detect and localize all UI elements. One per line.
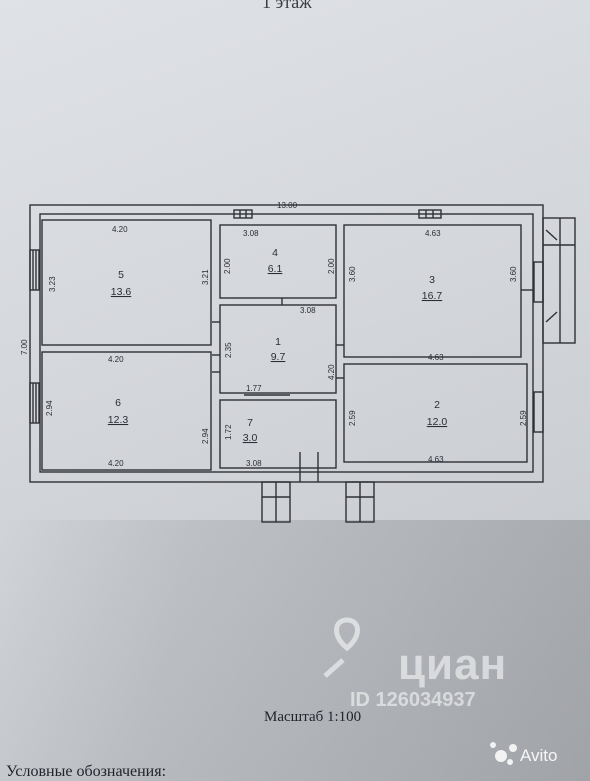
dim-r2-bottom: 4.63 (428, 455, 444, 464)
dim-r3-left: 3.60 (348, 266, 357, 282)
watermark-brand: циан (398, 640, 508, 689)
room-7-area: 3.0 (243, 432, 258, 444)
dim-r4-left: 2.00 (223, 258, 232, 274)
room-6-area: 12.3 (108, 414, 129, 426)
window-right-upper (533, 261, 544, 303)
room-2-outline (343, 363, 528, 463)
room-3-area: 16.7 (422, 290, 443, 302)
room-7-number: 7 (247, 417, 253, 429)
dim-r7-bottom: 3.08 (246, 459, 262, 468)
room-7-outline (219, 399, 337, 469)
dim-r4-right: 2.00 (327, 258, 336, 274)
dim-r3-top: 4.63 (425, 229, 441, 238)
room-2-number: 2 (434, 399, 440, 411)
dim-overall-height: 7.00 (20, 339, 29, 355)
window-right-lower (533, 391, 544, 433)
watermark-id: ID 126034937 (350, 689, 476, 711)
dim-r1-right: 4.20 (327, 364, 336, 380)
dim-r3-right: 3.60 (509, 266, 518, 282)
legend-label: Условные обозначения: (6, 763, 167, 780)
dim-r5-left: 3.23 (48, 276, 57, 292)
room-4-outline (219, 224, 337, 299)
outer-wall-outer (29, 204, 544, 483)
dim-r2-right: 2.59 (519, 410, 528, 426)
dim-r1-left: 2.35 (224, 342, 233, 358)
room-3-number: 3 (429, 274, 435, 286)
location-pin-icon (323, 617, 360, 678)
room-4-area: 6.1 (268, 263, 283, 275)
room-5-outline (41, 219, 212, 346)
shadow-overlay (0, 520, 590, 781)
room-2-area: 12.0 (427, 416, 448, 428)
outer-wall-inner (39, 213, 534, 473)
dim-r2-top: 4.63 (428, 353, 444, 362)
dim-r4-bottom: 3.08 (300, 306, 316, 315)
room-5-area: 13.6 (111, 286, 132, 298)
room-6-outline (41, 351, 212, 471)
dim-r5-top: 4.20 (112, 225, 128, 234)
dim-r2-left: 2.59 (348, 410, 357, 426)
page-title: 1 этаж (262, 0, 312, 12)
porch-right (542, 217, 576, 344)
dim-r6-left: 2.94 (45, 400, 54, 416)
dim-r7-left: 1.72 (224, 424, 233, 440)
dim-r6-right: 2.94 (201, 428, 210, 444)
dim-r1-bottom: 1.77 (246, 384, 262, 393)
dim-r5-right: 3.21 (201, 269, 210, 285)
window-top-right (418, 209, 442, 219)
room-1-outline (219, 304, 337, 394)
dim-r4-top: 3.08 (243, 229, 259, 238)
room-6-number: 6 (115, 397, 121, 409)
room-5-number: 5 (118, 269, 124, 281)
room-3-outline (343, 224, 522, 358)
dim-r6-bottom: 4.20 (108, 459, 124, 468)
window-top-left (233, 209, 253, 219)
window-left-upper (29, 249, 40, 291)
room-1-number: 1 (275, 336, 281, 348)
scale-label: Масштаб 1:100 (264, 709, 362, 725)
avito-brand: Avito (520, 746, 558, 765)
dim-r6-top: 4.20 (108, 355, 124, 364)
room-1-area: 9.7 (271, 351, 286, 363)
dim-overall-width: 13.00 (277, 201, 298, 210)
avito-logo-icon (490, 742, 517, 765)
window-left-lower (29, 382, 40, 424)
room-4-number: 4 (272, 247, 278, 259)
